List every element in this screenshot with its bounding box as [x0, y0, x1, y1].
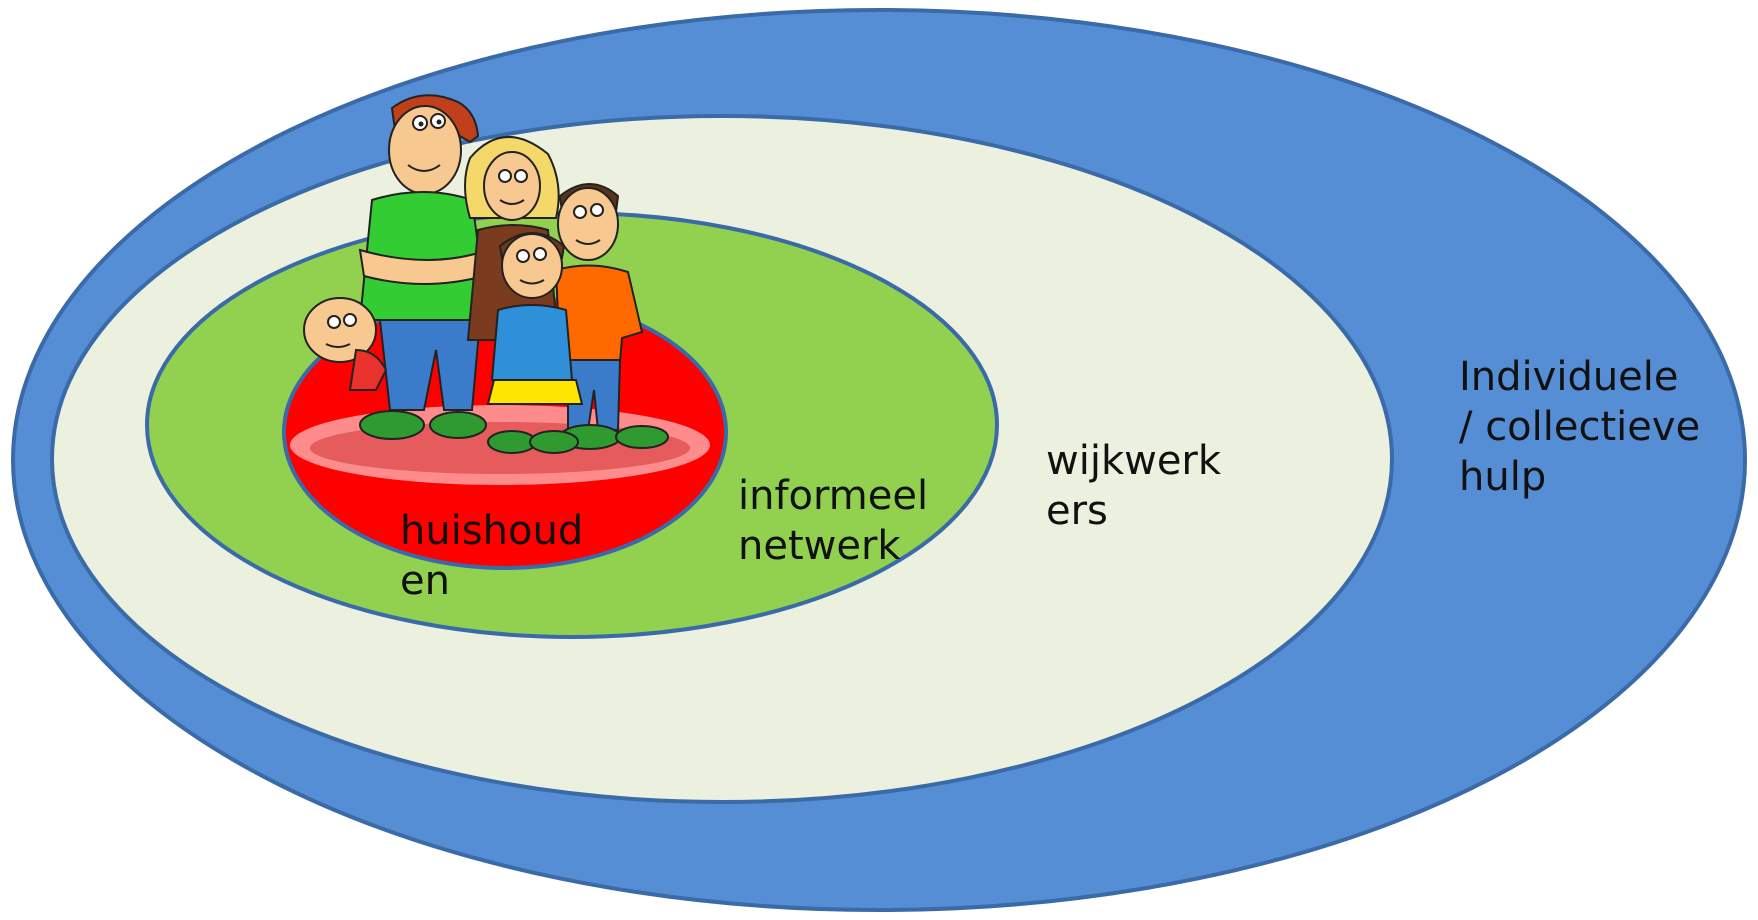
label-huishouden: huishoud en: [400, 508, 584, 604]
label-wijkwerkers: wijkwerk ers: [1046, 438, 1222, 534]
boy-right-figure: [554, 183, 669, 450]
father-figure: [358, 94, 490, 440]
family-illustration: [290, 94, 710, 485]
girl-figure: [486, 232, 584, 454]
baby-figure: [303, 297, 388, 391]
label-individuele-collectieve-hulp: Individuele / collectieve hulp: [1459, 354, 1701, 500]
label-informeel-netwerk: informeel netwerk: [738, 473, 929, 569]
